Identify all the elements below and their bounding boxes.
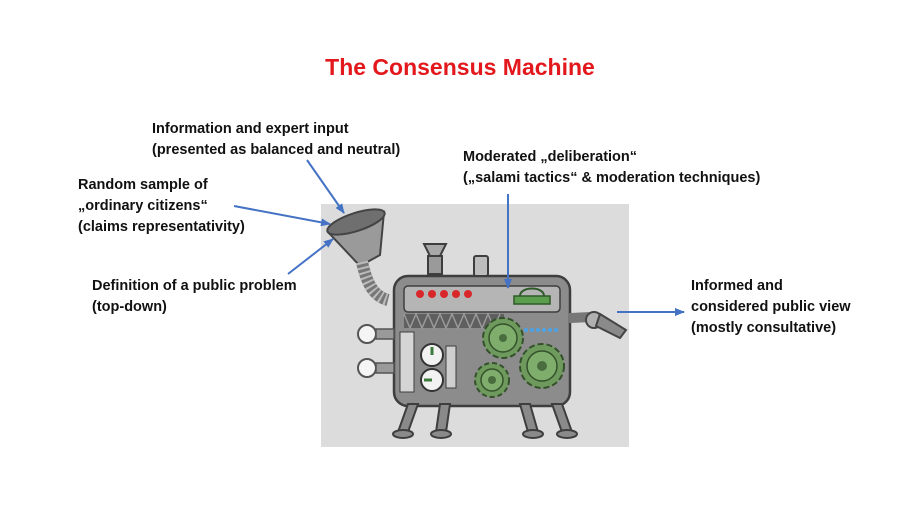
arrow-problem — [287, 238, 334, 275]
label-public-view: Informed and considered public view (mos… — [691, 276, 851, 339]
indicator-light-icon — [428, 290, 436, 298]
label-line: (mostly consultative) — [691, 320, 837, 336]
label-line: („salami tactics“ & moderation technique… — [463, 170, 761, 186]
indicator-light-icon — [416, 290, 424, 298]
label-line: Moderated „deliberation“ — [463, 149, 638, 165]
arrow-information — [306, 159, 345, 214]
gear-icon — [482, 317, 524, 359]
indicator-light-icon — [464, 290, 472, 298]
label-line: Informed and — [691, 278, 783, 294]
label-deliberation: Moderated „deliberation“ („salami tactic… — [463, 147, 760, 189]
label-random-sample: Random sample of „ordinary citizens“ (cl… — [78, 175, 245, 238]
funnel-hopper-icon — [326, 208, 391, 306]
page-title: The Consensus Machine — [325, 54, 595, 80]
label-line: (top-down) — [92, 299, 167, 315]
light-bulb-icon — [357, 358, 395, 378]
machine-legs — [392, 403, 578, 439]
label-line: Information and expert input — [152, 121, 349, 137]
output-spout-icon — [567, 311, 628, 340]
label-line: (presented as balanced and neutral) — [152, 142, 401, 158]
light-bulb-icon — [357, 324, 395, 344]
arrow-sample — [233, 205, 331, 227]
indicator-light-icon — [440, 290, 448, 298]
label-problem-definition: Definition of a public problem (top-down… — [92, 276, 297, 318]
handle-icon — [513, 295, 551, 305]
label-information-input: Information and expert input (presented … — [152, 119, 400, 161]
label-line: Random sample of — [78, 177, 208, 193]
label-line: (claims representativity) — [78, 219, 245, 235]
indicator-light-icon — [452, 290, 460, 298]
gear-icon — [519, 343, 565, 389]
label-line: considered public view — [691, 299, 851, 315]
gear-icon — [474, 362, 510, 398]
label-line: „ordinary citizens“ — [78, 198, 208, 214]
label-line: Definition of a public problem — [92, 278, 297, 294]
